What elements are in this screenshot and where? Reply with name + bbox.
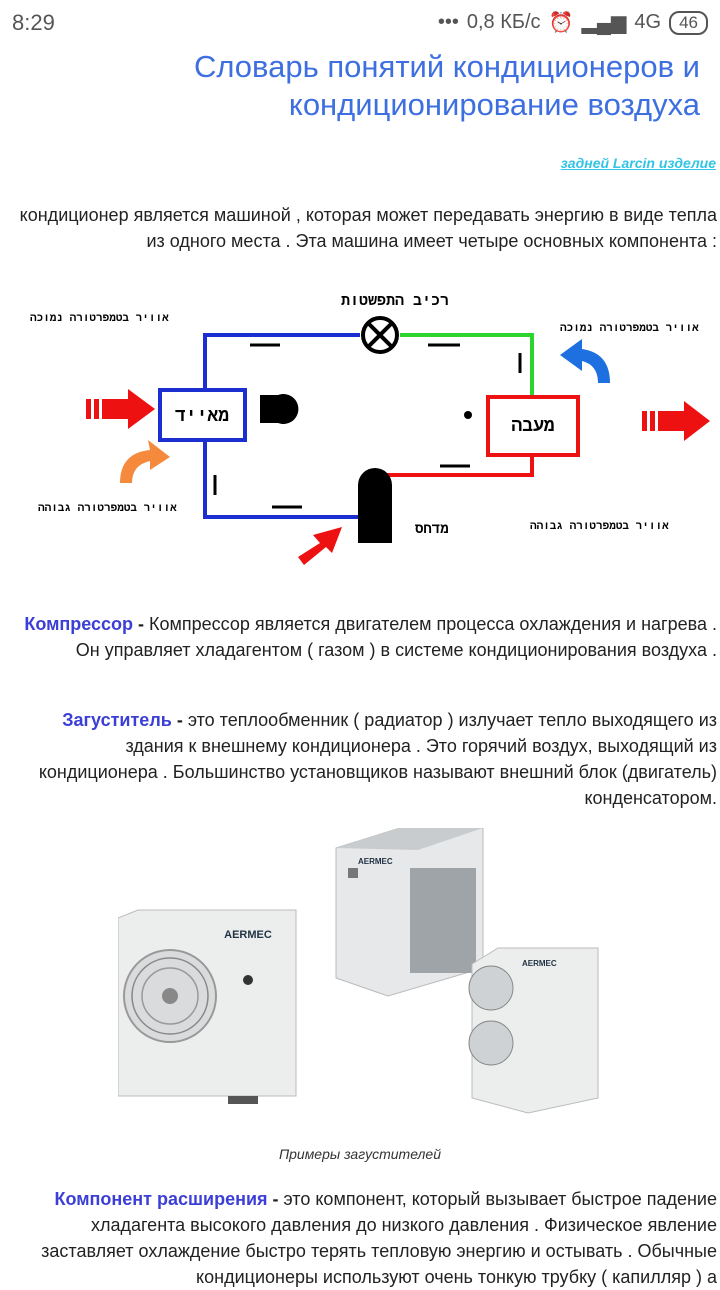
warm-air-curve-icon <box>120 440 170 483</box>
air-high-left-label: אוויר בטמפרטורה גבוהה <box>38 501 177 514</box>
airflow-out-arrow-icon <box>642 401 710 441</box>
signal-icon: ▂▄▆ <box>581 12 627 34</box>
air-low-right-label: אוויר בטמפרטורה נמוכה <box>560 321 699 334</box>
article-title: Словарь понятий кондиционеров и кондицио… <box>193 49 700 122</box>
network-speed: 0,8 КБ/с <box>466 11 541 33</box>
compressor-icon <box>358 468 392 543</box>
svg-text:AERMEC: AERMEC <box>358 857 393 866</box>
expansion-label: רכיב התפשטות <box>341 291 449 309</box>
image-caption: Примеры загустителей <box>278 1146 442 1162</box>
ac-cycle-diagram: רכיב התפשטות מאייד מעבה מדחס אוויר בטמפר… <box>30 291 710 565</box>
condenser-term: Загуститель <box>62 710 172 730</box>
condenser-label: מעבה <box>511 415 554 436</box>
evaporator-label: מאייד <box>175 405 229 426</box>
status-bar: 8:29 ••• 0,8 КБ/с ⏰ ▂▄▆ 4G 46 <box>0 0 720 48</box>
evaporator-box <box>158 388 247 442</box>
condenser-text: это теплообменник ( радиатор ) излучает … <box>38 710 717 808</box>
condenser-photos: AERMEC AERMEC AERMEC <box>118 828 599 1114</box>
condenser-box <box>486 395 580 457</box>
fan-icon <box>260 394 299 424</box>
expansion-term: Компонент расширения <box>54 1189 268 1209</box>
alarm-icon: ⏰ <box>548 12 574 34</box>
network-type: 4G <box>634 11 662 33</box>
brand-logo-left: AERMEC <box>224 929 272 941</box>
status-time: 8:29 <box>12 10 55 35</box>
status-indicators: ••• 0,8 КБ/с ⏰ ▂▄▆ 4G 46 <box>438 10 708 35</box>
cool-air-curve-icon <box>560 339 610 383</box>
condenser-unit-image: AERMEC <box>335 828 484 997</box>
compressor-text: Компрессор является двигателем процесса … <box>75 614 717 660</box>
more-dots-icon: ••• <box>437 11 459 33</box>
compressor-label: מדחס <box>415 521 449 537</box>
air-high-right-label: אוויר בטמפרטורה גבוהה <box>530 519 669 532</box>
air-low-left-label: אוויר בטמפרטורה נמוכה <box>30 311 169 324</box>
battery-icon: 46 <box>669 10 708 35</box>
intro-paragraph: кондиционер является машиной , которая м… <box>19 205 717 251</box>
condenser-paragraph: Загуститель - это теплообменник ( радиат… <box>38 710 717 808</box>
airflow-in-arrow-icon <box>86 389 155 429</box>
compressor-term: Компрессор <box>24 614 134 634</box>
expansion-paragraph: Компонент расширения - это компонент, ко… <box>41 1189 717 1287</box>
condenser-unit-image: AERMEC <box>118 909 297 1104</box>
condenser-unit-image: AERMEC <box>468 947 599 1114</box>
author-link[interactable]: задней Larcin изделие <box>560 155 716 171</box>
svg-text:AERMEC: AERMEC <box>522 959 557 968</box>
expansion-valve-icon <box>361 316 399 354</box>
compressor-air-arrow-icon <box>298 527 342 565</box>
compressor-paragraph: Компрессор - Компрессор является двигате… <box>24 614 717 660</box>
